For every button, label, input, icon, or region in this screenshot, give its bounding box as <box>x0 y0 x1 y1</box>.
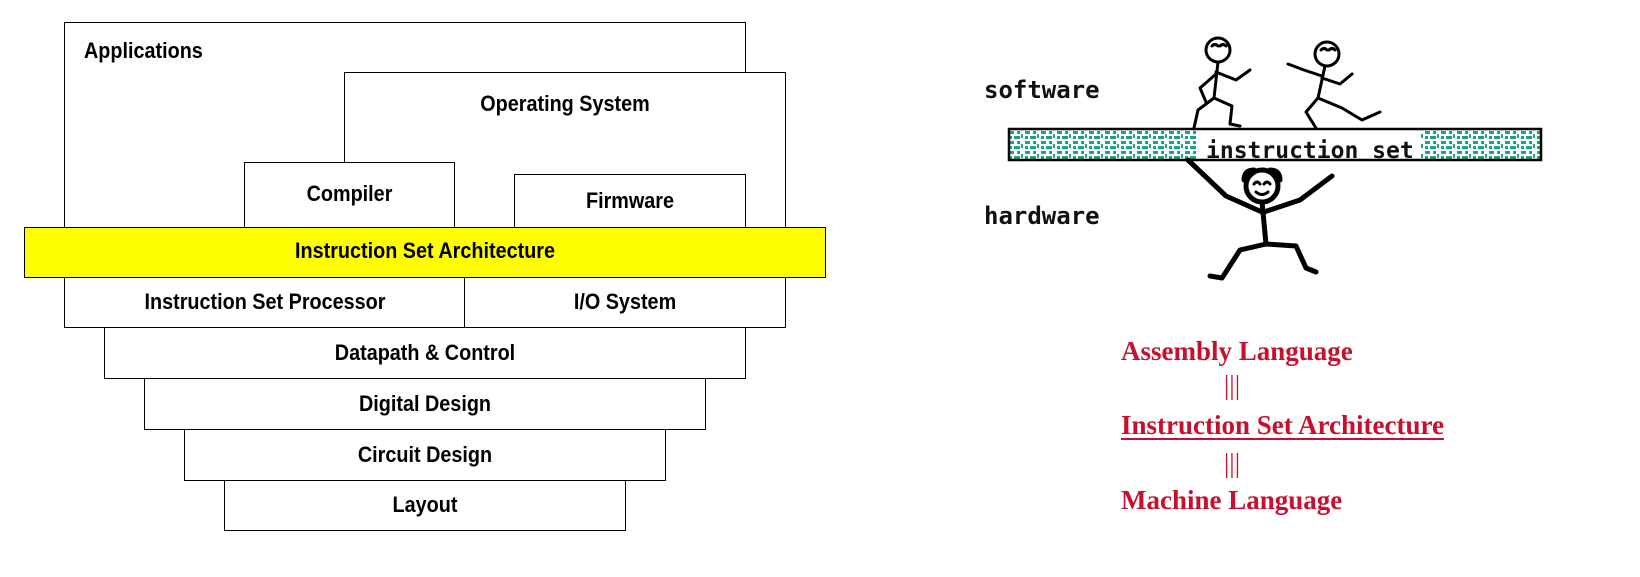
machine-language-label: Machine Language <box>1121 485 1343 515</box>
io-system-label: I/O System <box>573 289 677 314</box>
operating-system-label: Operating System <box>480 91 650 116</box>
circuit-design-label: Circuit Design <box>357 442 493 467</box>
instruction-set-label: instruction set <box>1206 138 1414 164</box>
layout-label: Layout <box>392 492 458 517</box>
firmware-label: Firmware <box>585 188 675 213</box>
isa-label: Instruction Set Architecture <box>294 238 556 263</box>
equivalence-separator-bottom: ||| <box>1223 448 1241 478</box>
bar-outline <box>1007 127 1543 162</box>
applications-label: Applications <box>84 38 203 63</box>
isa-equivalence-label: Instruction Set Architecture <box>1121 410 1444 440</box>
digital-design-label: Digital Design <box>358 391 492 416</box>
isa-band <box>24 227 826 278</box>
isp-box <box>64 277 466 328</box>
software-label: software <box>984 76 1100 104</box>
bar-pattern-left <box>1010 130 1196 159</box>
hardware-figure <box>1185 157 1335 281</box>
compiler-label: Compiler <box>306 181 393 206</box>
bar-pattern-right <box>1420 130 1540 159</box>
assembly-language-label: Assembly Language <box>1121 336 1353 366</box>
datapath-box <box>104 327 746 379</box>
isp-label: Instruction Set Processor <box>144 289 386 314</box>
equivalence-separator-top: ||| <box>1223 370 1241 400</box>
software-figure-left <box>1192 36 1252 130</box>
layout-box <box>224 480 626 531</box>
hardware-label: hardware <box>984 202 1100 230</box>
software-figure-right <box>1286 40 1382 130</box>
circuit-design-box <box>184 429 666 481</box>
datapath-label: Datapath & Control <box>334 340 516 365</box>
digital-design-box <box>144 378 706 430</box>
